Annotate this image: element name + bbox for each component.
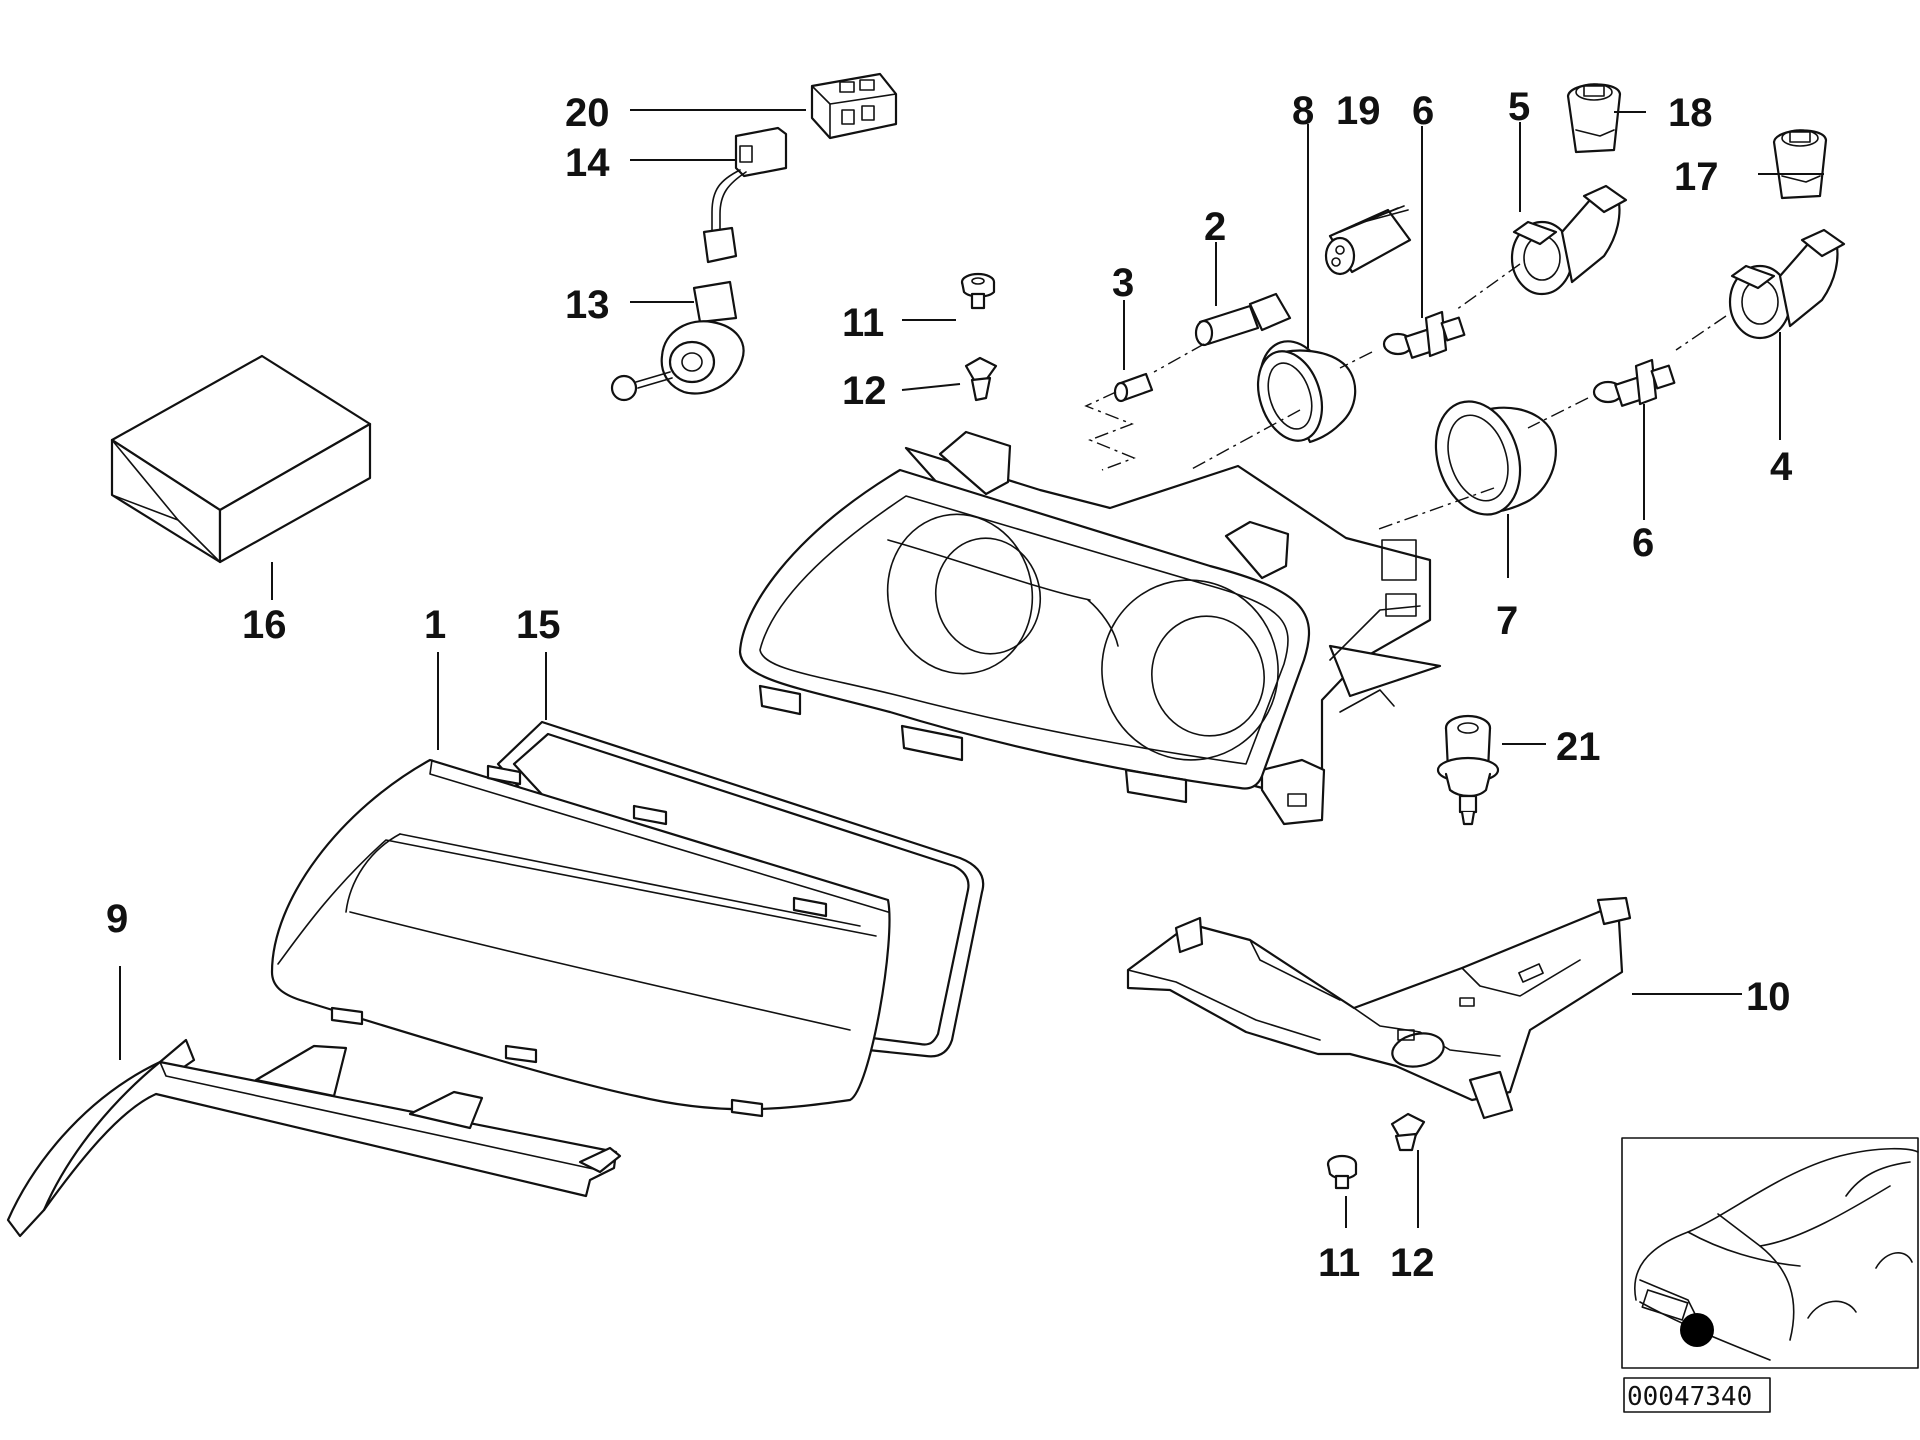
part-4-bulb-holder xyxy=(1728,228,1846,340)
callout-9: 9 xyxy=(106,897,128,941)
callout-12-upper: 12 xyxy=(842,369,887,413)
callout-12-lower: 12 xyxy=(1390,1241,1435,1285)
callout-16: 16 xyxy=(242,603,287,647)
callout-11-upper: 11 xyxy=(842,301,884,345)
part-13-leveling-motor xyxy=(610,280,745,402)
callout-6-lower: 6 xyxy=(1632,521,1654,565)
part-5-bulb-holder xyxy=(1510,184,1628,296)
callout-19: 19 xyxy=(1336,89,1381,133)
part-18-cover xyxy=(1566,83,1622,154)
callout-2: 2 xyxy=(1204,205,1226,249)
leader-lines xyxy=(119,109,1824,1228)
callout-3: 3 xyxy=(1112,261,1134,305)
callout-15: 15 xyxy=(516,603,561,647)
callout-8: 8 xyxy=(1292,89,1314,133)
callout-4: 4 xyxy=(1770,445,1793,489)
reference-number-box: 00047340 xyxy=(1623,1377,1771,1413)
locator-dot xyxy=(1680,1313,1714,1347)
part-21-fastener xyxy=(1436,714,1500,826)
headlight-housing xyxy=(738,430,1442,826)
part-17-cover xyxy=(1772,129,1828,200)
part-6-bulb-lower xyxy=(1592,358,1676,407)
callout-17: 17 xyxy=(1674,155,1719,199)
part-7-dust-cap xyxy=(1434,400,1557,516)
part-10-bracket xyxy=(1126,896,1632,1120)
part-11-screw-upper xyxy=(960,272,996,310)
part-9-trim-strip xyxy=(6,1038,622,1238)
callout-7: 7 xyxy=(1496,599,1518,643)
part-12-clip-upper xyxy=(964,356,998,402)
callout-6-upper: 6 xyxy=(1412,89,1434,133)
car-locator-inset xyxy=(1621,1137,1919,1369)
part-6-bulb-upper xyxy=(1382,310,1466,359)
callout-5: 5 xyxy=(1508,85,1530,129)
part-1-lens xyxy=(270,758,891,1118)
reference-number: 00047340 xyxy=(1627,1382,1752,1412)
callout-21: 21 xyxy=(1556,725,1601,769)
part-11-screw-lower xyxy=(1326,1154,1358,1190)
part-2-bulb xyxy=(1194,292,1292,347)
callout-18: 18 xyxy=(1668,91,1713,135)
part-19-socket xyxy=(1324,205,1412,276)
assembly-lines xyxy=(1084,263,1727,531)
part-14-cable xyxy=(702,126,788,264)
callout-1: 1 xyxy=(424,603,446,647)
callout-13: 13 xyxy=(565,283,610,327)
part-3-small-bulb xyxy=(1113,372,1154,403)
part-12-clip-lower xyxy=(1390,1112,1426,1152)
callout-11-lower: 11 xyxy=(1318,1241,1360,1285)
part-8-dust-cap xyxy=(1257,340,1357,444)
callout-10: 10 xyxy=(1746,975,1791,1019)
callout-labels: 20 14 13 8 19 6 5 18 17 2 3 11 12 4 6 7 … xyxy=(106,85,1793,1285)
callout-20: 20 xyxy=(565,91,610,135)
part-20-connector xyxy=(810,72,898,140)
callout-14: 14 xyxy=(565,141,610,185)
part-16-package xyxy=(110,354,372,564)
